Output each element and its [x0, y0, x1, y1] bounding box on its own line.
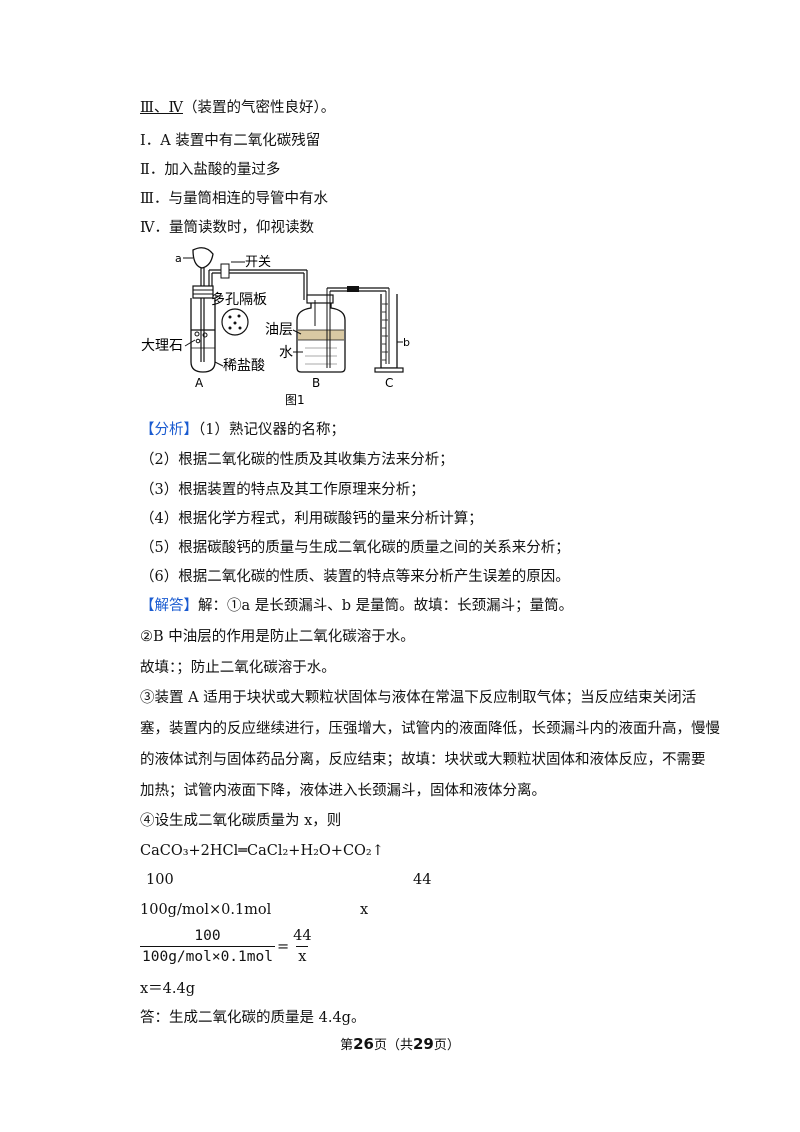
answer-line-6: 的液体试剂与固体药品分离，反应结束；故填：块状或大颗粒状固体和液体反应，不需要: [140, 752, 706, 768]
molar-mass-co2: 44: [413, 872, 432, 888]
label-acid: 稀盐酸: [223, 358, 265, 374]
answer-note: （装置的气密性良好）。: [182, 100, 336, 116]
chemical-equation: CaCO₃+2HCl═CaCl₂+H₂O+CO₂↑: [140, 843, 384, 859]
answer-line-4: ③装置 A 适用于块状或大颗粒状固体与液体在常温下反应制取气体；当反应结束关闭活: [140, 690, 697, 706]
line-options-answer: Ⅲ、Ⅳ（装置的气密性良好）。: [140, 98, 335, 118]
footer-pre: 第: [340, 1038, 354, 1053]
page-footer: 第26页（共29页）: [0, 1034, 800, 1053]
answer-line-5: 塞，装置内的反应继续进行，压强增大，试管内的液面降低，长颈漏斗内的液面升高，慢慢: [140, 721, 720, 737]
unknown-x: x: [360, 902, 369, 918]
analysis-line-6: （6）根据二氧化碳的性质、装置的特点等来分析产生误差的原因。: [140, 569, 570, 585]
analysis-text-1: （1）熟记仪器的名称；: [198, 422, 345, 438]
option-4: Ⅳ．量筒读数时，仰视读数: [140, 220, 314, 236]
analysis-line-4: （4）根据化学方程式，利用碳酸钙的量来分析计算；: [140, 511, 483, 527]
result-line: x＝4.4g: [140, 981, 196, 997]
footer-post: 页）: [433, 1038, 460, 1053]
label-b: b: [403, 336, 410, 349]
switch-valve: [220, 263, 230, 279]
analysis-tag: 【分析】: [140, 422, 198, 438]
figure-caption: 图1: [285, 393, 305, 406]
answer-line-2: ②B 中油层的作用是防止二氧化碳溶于水。: [140, 629, 415, 645]
option-2: Ⅱ．加入盐酸的量过多: [140, 162, 281, 178]
analysis-line-5: （5）根据碳酸钙的质量与生成二氧化碳的质量之间的关系来分析；: [140, 540, 570, 556]
molar-mass-caco3: 100: [146, 872, 174, 888]
analysis-line-3: （3）根据装置的特点及其工作原理来分析；: [140, 482, 425, 498]
final-answer: 答：生成二氧化碳的质量是 4.4g。: [140, 1010, 366, 1026]
answer-tag: 【解答】: [140, 598, 198, 614]
label-water: 水: [279, 345, 293, 361]
option-1: Ⅰ．A 装置中有二氧化碳残留: [140, 133, 321, 149]
test-tube: [190, 298, 216, 373]
rubber-stopper: [192, 285, 214, 299]
label-A: A: [195, 376, 204, 390]
label-a: a: [175, 252, 182, 265]
rubber-joint: [347, 286, 359, 292]
answer-line-1: 【解答】解：①a 是长颈漏斗、b 是量筒。故填：长颈漏斗；量筒。: [140, 596, 573, 616]
fraction-left-numerator: 100: [194, 928, 221, 944]
equals-sign: =: [276, 938, 290, 955]
fraction-right-denominator: x: [296, 946, 309, 965]
footer-mid: 页（共: [373, 1038, 413, 1053]
answer-text-1: 解：①a 是长颈漏斗、b 是量筒。故填：长颈漏斗；量筒。: [198, 598, 574, 614]
total-pages: 29: [413, 1035, 434, 1053]
answer-line-8: ④设生成二氧化碳质量为 x，则: [140, 813, 342, 829]
label-C: C: [385, 376, 393, 390]
given-mass: 100g/mol×0.1mol: [140, 902, 272, 918]
page-number: 26: [353, 1035, 374, 1053]
answer-underlined: Ⅲ、Ⅳ: [140, 100, 183, 116]
proportion-equation: 100 100g/mol×0.1mol = 44 x: [140, 928, 314, 965]
label-marble: 大理石: [141, 338, 183, 354]
answer-line-3: 故填：；防止二氧化碳溶于水。: [140, 660, 336, 676]
answer-line-7: 加热；试管内液面下降，液体进入长颈漏斗，固体和液体分离。: [140, 783, 546, 799]
oil-layer: [298, 330, 344, 340]
apparatus-figure: a 开关 多孔隔板 大理石 稀盐酸 油层 水: [141, 247, 410, 406]
long-neck-funnel: [192, 247, 214, 269]
analysis-line-1: 【分析】（1）熟记仪器的名称；: [140, 420, 345, 440]
fraction-left-denominator: 100g/mol×0.1mol: [140, 946, 275, 965]
option-3: Ⅲ．与量筒相连的导管中有水: [140, 191, 328, 207]
label-oil: 油层: [265, 322, 293, 338]
bottle-stopper: [306, 294, 334, 304]
fraction-left: 100 100g/mol×0.1mol: [140, 928, 275, 965]
label-switch: 开关: [245, 255, 271, 270]
fraction-right: 44 x: [291, 928, 313, 965]
label-plate: 多孔隔板: [211, 291, 267, 308]
wide-mouth-bottle: [296, 303, 346, 373]
fraction-right-numerator: 44: [293, 928, 312, 944]
label-B: B: [312, 376, 320, 390]
analysis-line-2: （2）根据二氧化碳的性质及其收集方法来分析；: [140, 452, 454, 468]
